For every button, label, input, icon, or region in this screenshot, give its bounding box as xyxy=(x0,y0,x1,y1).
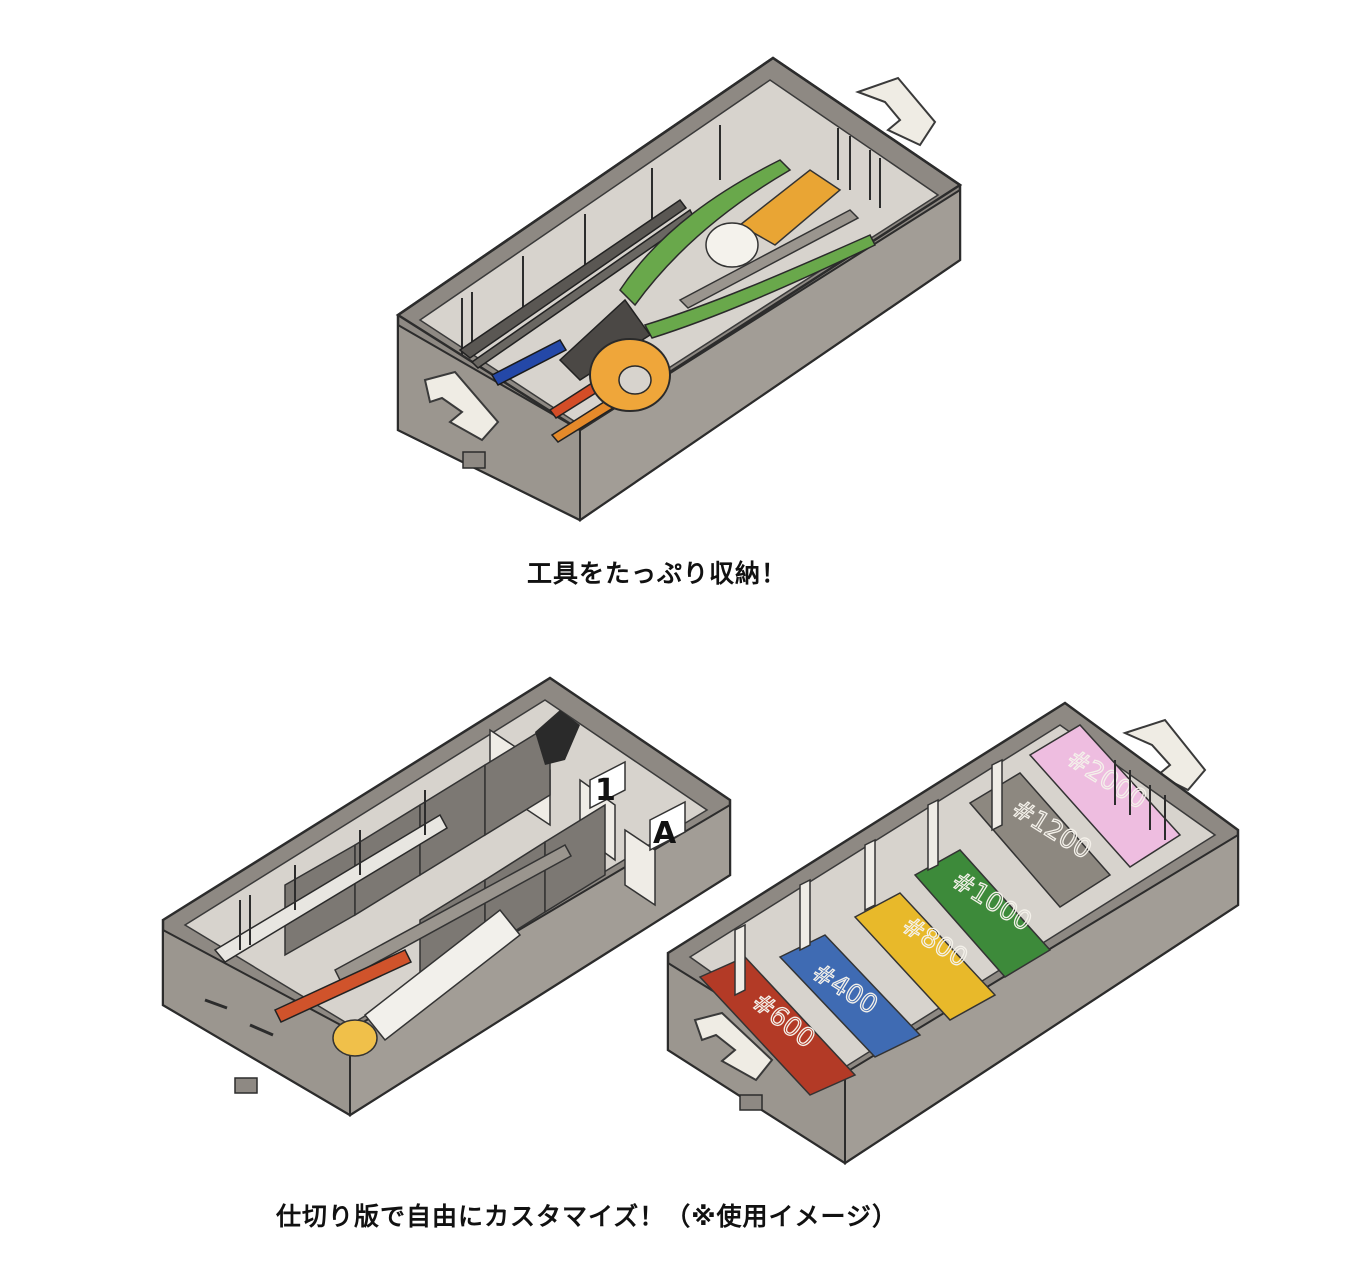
svg-text:A: A xyxy=(653,816,677,851)
pliers-icon xyxy=(558,159,877,381)
tool-tray-illustration xyxy=(395,56,963,522)
tweezers-icon xyxy=(213,813,448,963)
label-tag-1: 1 xyxy=(589,760,626,810)
tape-roll-icon xyxy=(589,338,671,412)
glue-tube-icon xyxy=(705,169,842,268)
file-icon xyxy=(678,209,860,309)
caption-bottom: 仕切り版で自由にカスタマイズ！（※使用イメージ） xyxy=(276,1202,899,1231)
file-icon xyxy=(334,843,573,984)
marker-pen-icon xyxy=(490,339,568,386)
handle-right-icon xyxy=(855,76,937,147)
latch-icon xyxy=(462,451,486,469)
label-tag-a: A xyxy=(649,800,686,852)
handle-left-icon xyxy=(693,1011,774,1082)
caption-top: 工具をたっぷり収納！ xyxy=(527,559,788,588)
handle-left-icon xyxy=(423,370,500,442)
nipper-icon xyxy=(535,710,580,765)
divided-tray-right-illustration: #2000 #1200 #1000 #800 #400 #600 xyxy=(666,701,1240,1165)
svg-text:1: 1 xyxy=(595,773,616,808)
divided-tray-left-illustration: 1 A xyxy=(161,676,732,1117)
latch-icon xyxy=(739,1094,763,1111)
latch-icon xyxy=(234,1077,258,1094)
glue-tube-icon xyxy=(332,908,522,1057)
